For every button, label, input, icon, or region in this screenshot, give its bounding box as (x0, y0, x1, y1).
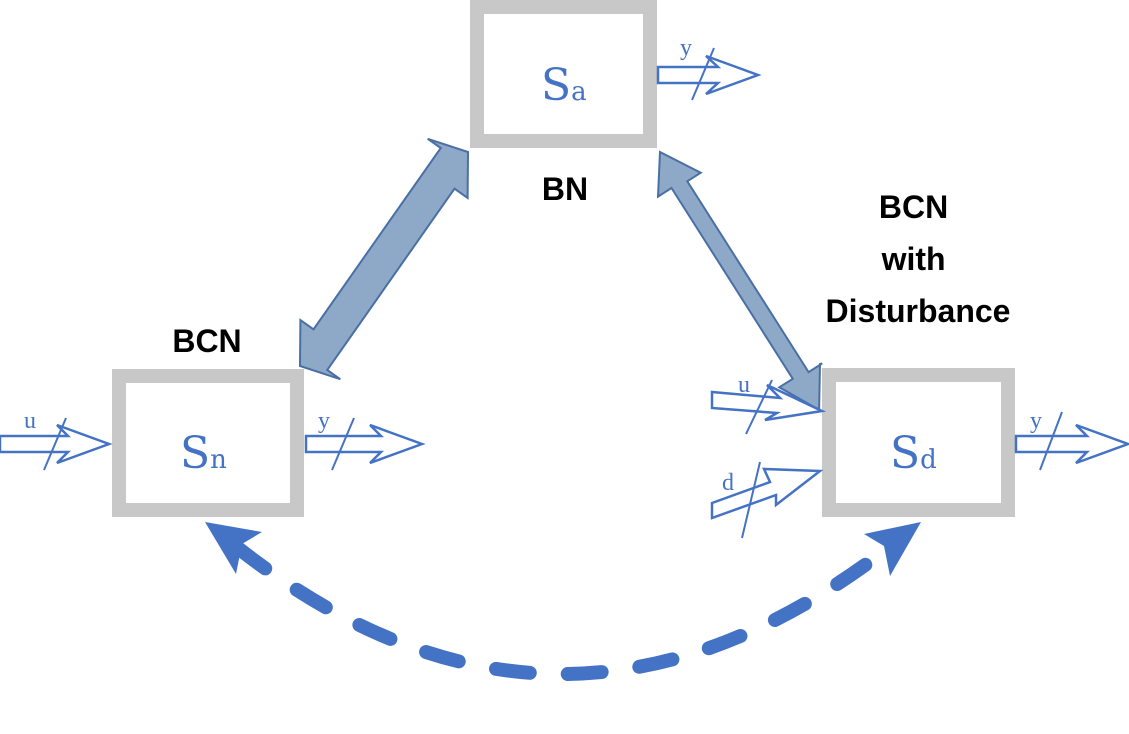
signal-label-sd-u: u (738, 372, 750, 398)
label-bcn-disturbance: BCN with Disturbance (826, 189, 1011, 329)
system-sn-symbol: Sn (180, 428, 227, 479)
system-sd-symbol: Sd (890, 428, 937, 479)
link-sa-sn-arrow (298, 137, 470, 381)
system-box-sa (470, 0, 657, 148)
arc-head-left (205, 522, 262, 574)
system-box-sn (112, 369, 304, 517)
label-bcn: BCN (172, 323, 241, 359)
signal-label-sd-y: y (1030, 408, 1042, 434)
signal-label-sd-d: d (722, 470, 734, 496)
signal-label-sa-y: y (680, 35, 692, 61)
signal-arrow-sd-y: y (1014, 408, 1129, 471)
dashed-feedback-arc (231, 541, 895, 681)
link-sa-sd-arrow (656, 150, 823, 412)
signal-arrow-sn-y: y (304, 408, 426, 471)
signal-arrow-sa-y: y (656, 35, 762, 101)
label-bn: BN (542, 171, 588, 207)
system-box-sd (822, 368, 1015, 517)
signal-arrow-sd-u: u (710, 372, 827, 435)
signal-arrow-sn-u: u (0, 408, 113, 471)
signal-label-sn-y: y (318, 408, 330, 434)
signal-arrow-sd-d: d (710, 461, 824, 539)
arc-head-right (864, 522, 921, 576)
system-sa-symbol: Sa (541, 60, 587, 111)
signal-label-sn-u: u (24, 408, 36, 434)
